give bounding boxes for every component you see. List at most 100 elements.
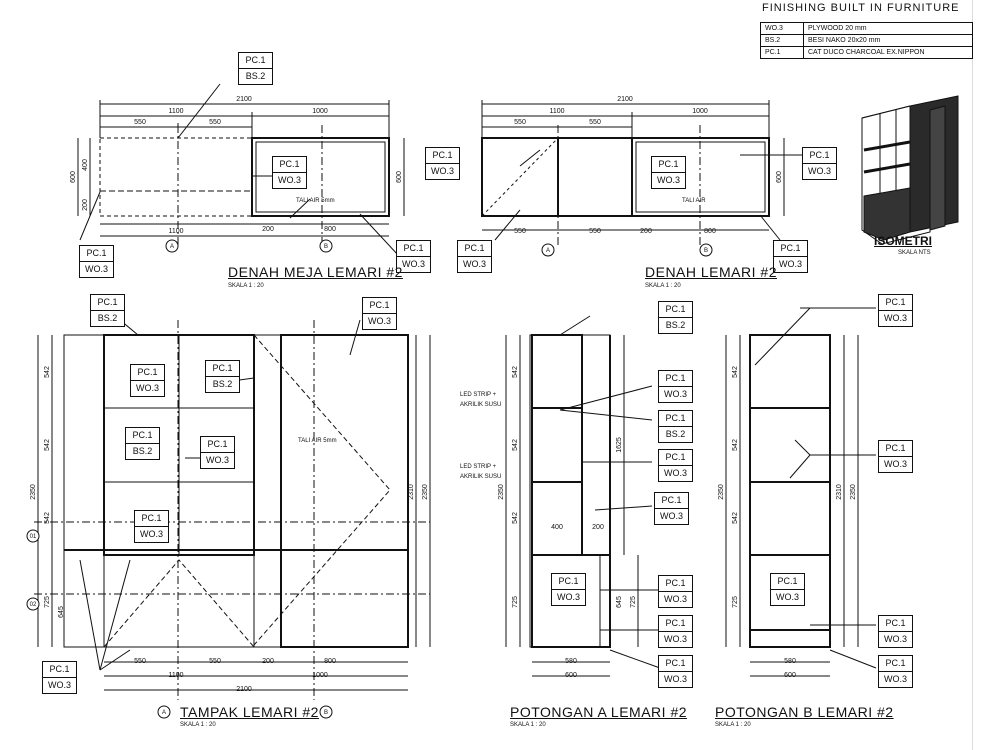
marker-label: B: [324, 244, 328, 250]
dim-text: 725: [512, 596, 519, 608]
view-scale: SKALA 1 : 20: [645, 283, 681, 289]
dim-text: 542: [732, 439, 739, 451]
dim-text: 550: [134, 658, 146, 665]
tag-code: PC.1: [885, 658, 906, 668]
tag-code: WO.3: [659, 591, 692, 607]
iso-tall-side: [929, 105, 946, 231]
leader-line: [79, 559, 101, 671]
dim-text: 2350: [850, 484, 857, 500]
view-scale: SKALA 1 : 20: [228, 283, 264, 289]
marker-label: 01: [30, 534, 37, 540]
plan-meja-lemari: [77, 83, 405, 256]
dim-text: 542: [732, 366, 739, 378]
tag-code: PC.1: [665, 413, 686, 423]
section-b-outline: [749, 334, 831, 648]
leader-line: [349, 319, 361, 356]
tag-code: PC.1: [141, 513, 162, 523]
section-marker-01: [26, 529, 40, 543]
tag-code: PC.1: [665, 452, 686, 462]
dim-text: 542: [732, 512, 739, 524]
leader-line: [794, 439, 811, 456]
leader-line: [789, 454, 811, 479]
tag-code: PC.1: [279, 159, 300, 169]
dim-text: 2350: [498, 484, 505, 500]
dim-text: 800: [324, 226, 336, 233]
plan-meja-cabinet: [251, 137, 390, 217]
tag-code: WO.3: [803, 163, 836, 179]
door-swing: [253, 334, 391, 646]
dim-text: 725: [732, 596, 739, 608]
dim-text: 800: [704, 228, 716, 235]
view-title: DENAH MEJA LEMARI #2: [228, 264, 403, 280]
view-scale: SKALA 1 : 20: [180, 722, 216, 728]
dim-text: 2350: [422, 484, 429, 500]
view-title: ISOMETRI: [874, 234, 933, 248]
tag-code: WO.3: [879, 631, 912, 647]
tag-code: WO.3: [80, 261, 113, 277]
note-tali-air: TALI AIR: [682, 198, 706, 204]
leader-line: [79, 191, 101, 241]
section-marker-b: [319, 239, 333, 253]
tag-code: WO.3: [659, 386, 692, 402]
dim-text: 2100: [236, 686, 252, 693]
dim-text: 550: [209, 119, 221, 126]
leader-line: [759, 214, 781, 241]
tag-code: WO.3: [771, 589, 804, 605]
dim-text: 542: [512, 366, 519, 378]
tag-code: PC.1: [665, 304, 686, 314]
dim-text: 200: [82, 199, 89, 211]
door-swing: [481, 137, 559, 217]
tag-code: PC.1: [665, 373, 686, 383]
dim-text: 1000: [692, 108, 708, 115]
dim-text: 2100: [236, 96, 252, 103]
section-a-upper: [531, 334, 583, 556]
dim-text: 550: [134, 119, 146, 126]
tag-code: WO.3: [879, 456, 912, 472]
tag-code: PC.1: [207, 439, 228, 449]
tag-code: WO.3: [659, 631, 692, 647]
leader-line: [359, 213, 399, 256]
dim-text: 2310: [408, 484, 415, 500]
dim-text: 550: [589, 119, 601, 126]
section-marker-02: [26, 597, 40, 611]
tag-code: PC.1: [809, 150, 830, 160]
leader-line: [594, 505, 653, 511]
dim-text: 1100: [168, 672, 183, 679]
dim-text: 800: [324, 658, 336, 665]
section-marker-b: [319, 705, 333, 719]
tag-code: WO.3: [201, 452, 234, 468]
leader-line: [289, 198, 311, 219]
tag-code: PC.1: [885, 443, 906, 453]
dim-text: 200: [592, 524, 604, 531]
note-akrilik: AKRILIK SUSU: [460, 402, 501, 408]
tag-code: PC.1: [777, 576, 798, 586]
tag-code: PC.1: [97, 297, 118, 307]
tag-code: WO.3: [43, 677, 76, 693]
page-edge: [972, 0, 973, 750]
section-marker-a: [541, 243, 555, 257]
tag-code: BS.2: [239, 68, 272, 84]
view-scale: SKALA 1 : 20: [510, 722, 546, 728]
tag-code: PC.1: [132, 430, 153, 440]
dim-text: 725: [630, 596, 637, 608]
dim-text: 1000: [312, 108, 328, 115]
plan-lemari-cabinet-2: [557, 137, 633, 217]
dim-text: 550: [514, 228, 526, 235]
iso-edge: [861, 105, 911, 119]
dim-text: 400: [82, 159, 89, 171]
marker-label: A: [170, 244, 174, 250]
dim-text: 200: [640, 228, 652, 235]
tag-code: PC.1: [137, 367, 158, 377]
